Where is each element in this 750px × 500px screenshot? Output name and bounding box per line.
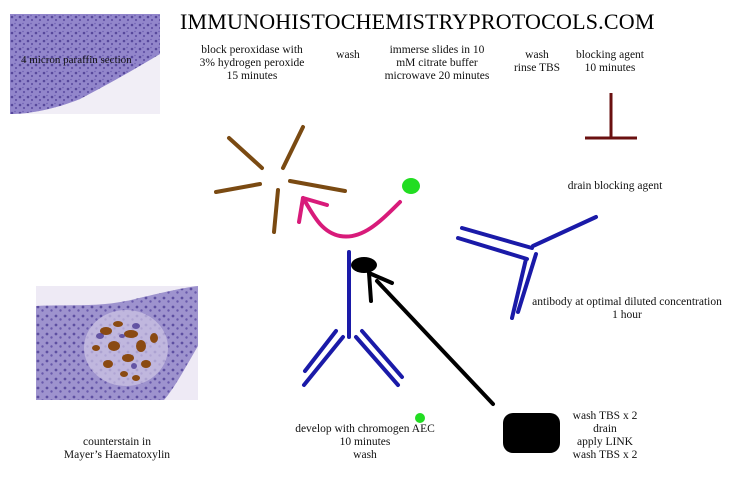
enzyme-label-icon xyxy=(351,257,377,273)
secondary-antibody-icon xyxy=(302,250,404,387)
link-reagent-icon xyxy=(503,413,560,453)
peroxidase-starburst-icon xyxy=(214,125,347,234)
step-blocking-agent: blocking agent 10 minutes xyxy=(575,49,645,74)
link-arrow xyxy=(375,279,495,406)
stained-section-photo xyxy=(36,286,198,400)
link-arrow-head-icon xyxy=(367,271,394,303)
primary-antibody-icon xyxy=(456,215,598,320)
paraffin-section-label: 4 micron paraffin section xyxy=(21,54,132,66)
brown-stain-marks xyxy=(92,321,158,381)
step-drain-blocking: drain blocking agent xyxy=(567,180,663,192)
blocking-agent-icon xyxy=(585,93,637,140)
step-block-peroxidase: block peroxidase with 3% hydrogen peroxi… xyxy=(199,44,305,82)
paraffin-section-photo: 4 micron paraffin section xyxy=(10,14,160,114)
small-chromogen-dot-icon xyxy=(415,413,425,423)
chromogen-dot-icon xyxy=(402,178,420,194)
step-wash-rinse: wash rinse TBS xyxy=(513,49,561,74)
stained-micrograph-image xyxy=(36,286,198,400)
pink-curved-arrow xyxy=(301,196,402,239)
step-develop: develop with chromogen AEC 10 minutes wa… xyxy=(295,423,435,461)
step-antibody: antibody at optimal diluted concentratio… xyxy=(532,296,722,321)
tissue-micrograph-image xyxy=(10,14,160,114)
step-wash: wash xyxy=(336,49,360,61)
pink-arrow-head-icon xyxy=(297,196,329,224)
step-counterstain: counterstain in Mayer’s Haematoxylin xyxy=(63,436,171,461)
step-citrate-buffer: immerse slides in 10 mM citrate buffer m… xyxy=(384,44,490,82)
step-link: wash TBS x 2 drain apply LINK wash TBS x… xyxy=(572,410,638,461)
site-title: IMMUNOHISTOCHEMISTRYPROTOCOLS.COM xyxy=(180,9,655,34)
